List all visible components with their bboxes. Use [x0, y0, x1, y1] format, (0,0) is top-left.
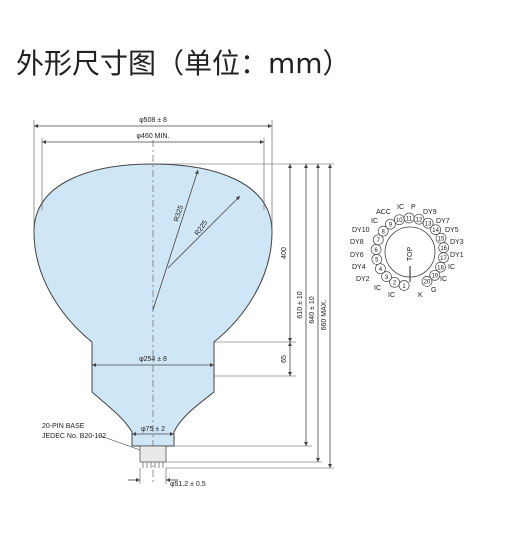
label-dy1: DY1: [450, 252, 464, 259]
pin-number: 19: [431, 274, 438, 280]
pin-number: 9: [389, 223, 393, 229]
pin-number: 7: [377, 238, 381, 244]
radius-large-line: [152, 169, 199, 311]
pin-number: 11: [406, 216, 413, 222]
pin-number: 5: [375, 258, 379, 264]
pin-circle: [430, 224, 441, 236]
pin-circle: [377, 225, 389, 237]
dim-overall-width-label: φ508 ± 8: [139, 117, 167, 124]
pin-circle: [429, 269, 441, 281]
pin-circle: [372, 234, 384, 246]
label-ic-right: IC: [448, 264, 455, 271]
label-dy10: DY10: [352, 227, 370, 234]
page-title: 外形尺寸图（单位：mm）: [16, 47, 351, 80]
dim-pin-width-label: φ51.2 ± 0.5: [170, 481, 206, 488]
label-p: P: [411, 204, 416, 211]
label-dy5: DY5: [445, 227, 459, 234]
pin-number: 18: [437, 265, 444, 271]
pin-circle: [389, 276, 400, 288]
pin-diagram-center-label: TOP: [407, 247, 414, 262]
radius-large-label: R325: [173, 204, 185, 222]
pin-circle: [385, 218, 396, 230]
pin-number: 3: [385, 275, 389, 281]
label-ic-left: IC: [371, 218, 378, 225]
base-pins: [142, 462, 164, 468]
label-ic-bottom: IC: [388, 292, 395, 299]
dim-min-width-label: φ460 MIN.: [137, 133, 170, 140]
pin-number: 12: [416, 218, 423, 224]
dim-neck-width-label: φ254 ± 8: [139, 356, 167, 363]
label-dy7: DY7: [436, 218, 450, 225]
pin-circle: [375, 263, 386, 275]
pin-circle: [413, 213, 425, 225]
pin-number: 17: [440, 256, 447, 262]
label-ic-top: IC: [397, 204, 404, 211]
label-dy9: DY9: [423, 209, 437, 216]
pin-number: 2: [393, 281, 397, 287]
pin-circle: [435, 261, 446, 273]
pin-circle: [398, 280, 410, 291]
pin-number: 13: [425, 222, 432, 228]
label-dy8: DY8: [350, 239, 364, 246]
dim-h400-label: 400: [281, 247, 288, 259]
pin-number: 1: [402, 284, 406, 290]
pin-number: 6: [374, 248, 378, 254]
dim-h660-label: 660 MAX.: [321, 300, 328, 331]
label-ic-bl: IC: [374, 285, 381, 292]
pin-number: 16: [440, 246, 447, 252]
label-g: G: [431, 287, 436, 294]
pin-circle: [421, 276, 433, 287]
label-dy6: DY6: [350, 252, 364, 259]
pin-number: 14: [432, 228, 439, 234]
pin-number: 20: [424, 280, 431, 286]
radius-small-line: [167, 195, 241, 269]
dim-h640-label: 640 ± 10: [309, 296, 316, 323]
label-dy3: DY3: [450, 239, 464, 246]
pin-circle: [438, 252, 449, 263]
pin-base: [139, 445, 167, 463]
base-note-line2: JEDEC No. B20-102: [42, 433, 106, 440]
dim-base-width-label: φ75 ± 2: [141, 426, 165, 433]
pin-number: 10: [396, 218, 403, 224]
label-ic-r2: IC: [440, 276, 447, 283]
label-dy4: DY4: [352, 264, 366, 271]
pin-number: 4: [379, 267, 383, 273]
label-dy2: DY2: [356, 276, 370, 283]
base-note-line1: 20-PIN BASE: [42, 423, 85, 430]
pin-circle: [381, 271, 392, 282]
pin-number: 15: [438, 236, 445, 242]
dim-h610-label: 610 ± 10: [297, 291, 304, 318]
label-k: K: [418, 292, 423, 299]
dim-h65-label: 65: [281, 355, 288, 363]
pin-number: 8: [382, 229, 386, 235]
pin-circle: [422, 217, 434, 229]
label-acc: ACC: [376, 209, 391, 216]
